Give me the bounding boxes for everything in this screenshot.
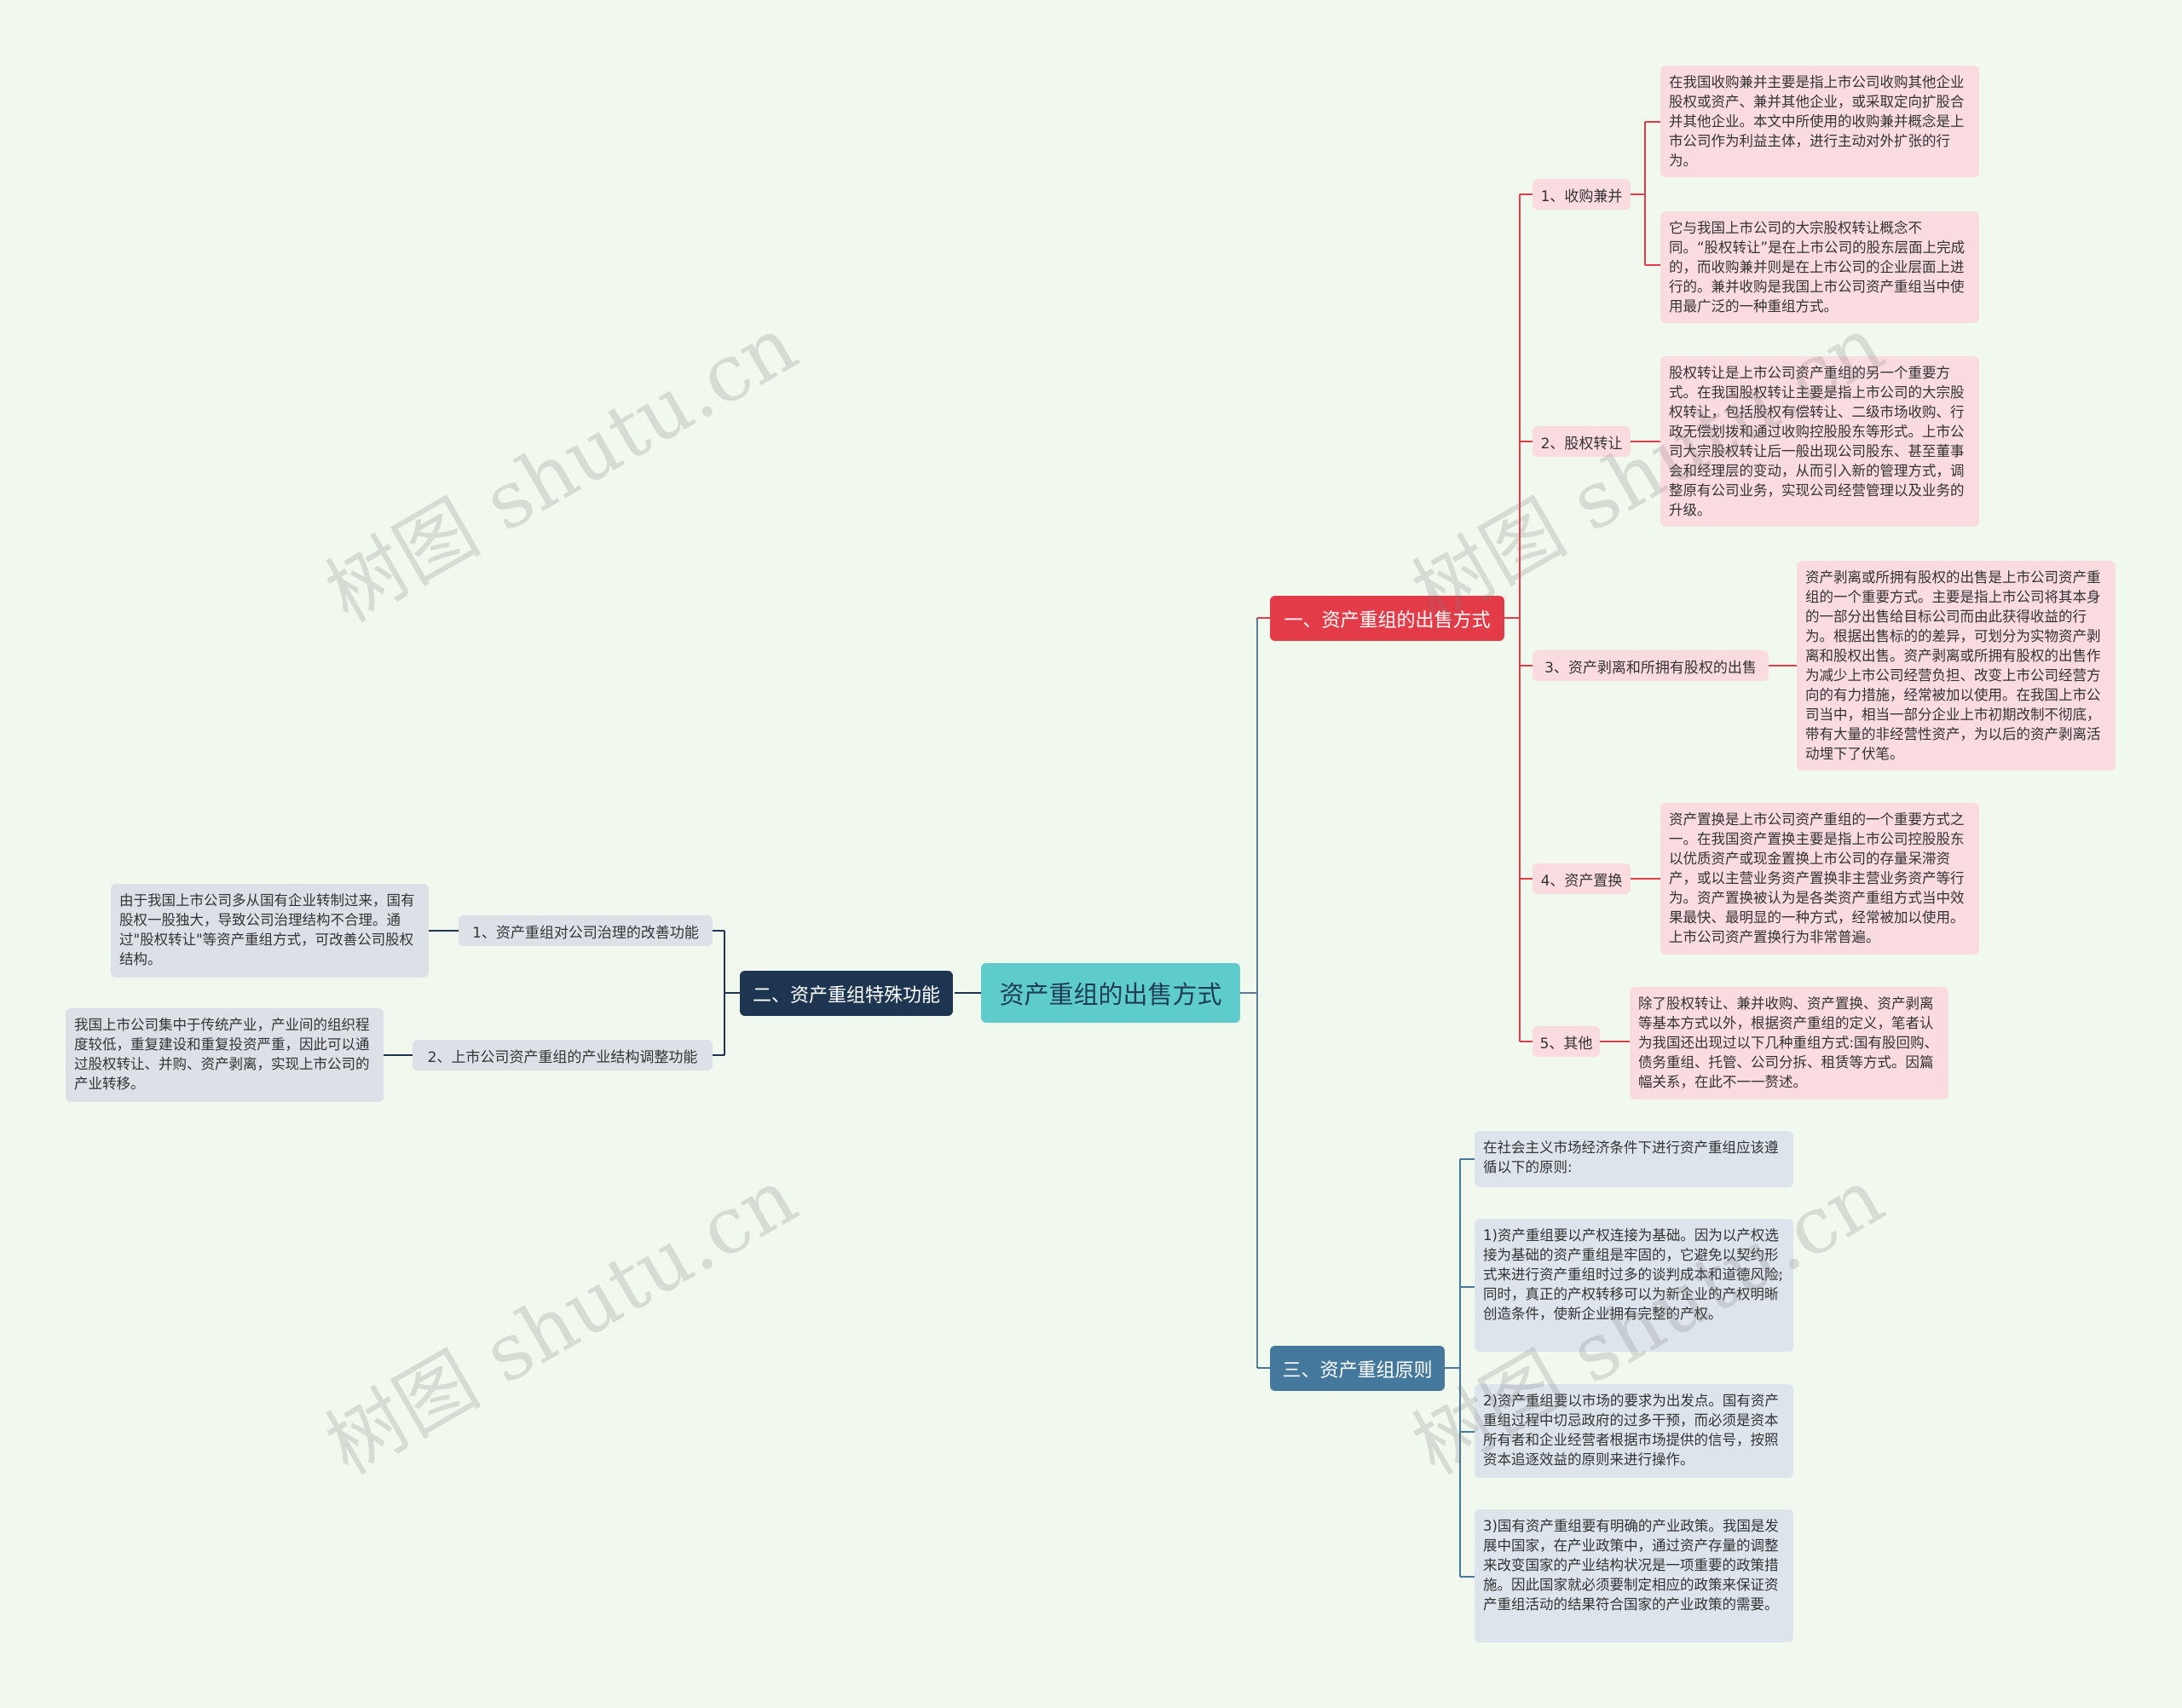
text-equity-transfer: 股权转让是上市公司资产重组的另一个重要方式。在我国股权转让主要是指上市公司的大宗… xyxy=(1660,356,1979,527)
topic-equity-transfer[interactable]: 2、股权转让 xyxy=(1533,426,1631,457)
branch-principles[interactable]: 三、资产重组原则 xyxy=(1270,1346,1445,1391)
text-principle-1: 1)资产重组要以产权连接为基础。因为以产权选接为基础的资产重组是牢固的，它避免以… xyxy=(1475,1219,1793,1352)
text-others: 除了股权转让、兼并收购、资产置换、资产剥离等基本方式以外，根据资产重组的定义，笔… xyxy=(1630,987,1948,1099)
topic-others[interactable]: 5、其他 xyxy=(1533,1026,1600,1057)
connector-b1-trunk xyxy=(1504,194,1521,1042)
root-topic[interactable]: 资产重组的出售方式 xyxy=(981,963,1240,1023)
branch-special-functions[interactable]: 二、资产重组特殊功能 xyxy=(740,971,953,1016)
text-governance-improvement: 由于我国上市公司多从国有企业转制过来，国有股权一股独大，导致公司治理结构不合理。… xyxy=(111,884,429,978)
text-principle-2: 2)资产重组要以市场的要求为出发点。国有资产重组过程中切忌政府的过多干预，而必须… xyxy=(1475,1384,1793,1478)
connector-b1-i1-leaves xyxy=(1631,121,1660,266)
text-principles-intro: 在社会主义市场经济条件下进行资产重组应该遵循以下的原则: xyxy=(1475,1131,1793,1187)
text-principle-3: 3)国有资产重组要有明确的产业政策。我国是发展中国家，在产业政策中，通过资产存量… xyxy=(1475,1509,1793,1642)
text-asset-swap: 资产置换是上市公司资产重组的一个重要方式之一。在我国资产置换主要是指上市公司控股… xyxy=(1660,803,1979,955)
topic-industry-restructuring[interactable]: 2、上市公司资产重组的产业结构调整功能 xyxy=(413,1040,713,1070)
connector-b2-trunk xyxy=(713,930,740,1056)
text-industry-restructuring: 我国上市公司集中于传统产业，产业间的组织程度较低，重复建设和重复投资严重，因此可… xyxy=(66,1008,384,1102)
connector-b3-trunk xyxy=(1445,1159,1461,1577)
topic-asset-swap[interactable]: 4、资产置换 xyxy=(1533,863,1631,894)
branch-sale-methods[interactable]: 一、资产重组的出售方式 xyxy=(1270,596,1504,641)
topic-merger-acquisition[interactable]: 1、收购兼并 xyxy=(1533,179,1631,210)
topic-asset-divestiture[interactable]: 3、资产剥离和所拥有股权的出售 xyxy=(1533,650,1769,681)
text-asset-divestiture: 资产剥离或所拥有股权的出售是上市公司资产重组的一个重要方式。主要是指上市公司将其… xyxy=(1797,561,2116,770)
topic-governance-improvement[interactable]: 1、资产重组对公司治理的改善功能 xyxy=(459,915,713,946)
text-merger-acquisition-2: 它与我国上市公司的大宗股权转让概念不同。“股权转让”是在上市公司的股东层面上完成… xyxy=(1660,211,1979,323)
text-merger-acquisition-1: 在我国收购兼并主要是指上市公司收购其他企业股权或资产、兼并其他企业，或采取定向扩… xyxy=(1660,66,1979,177)
